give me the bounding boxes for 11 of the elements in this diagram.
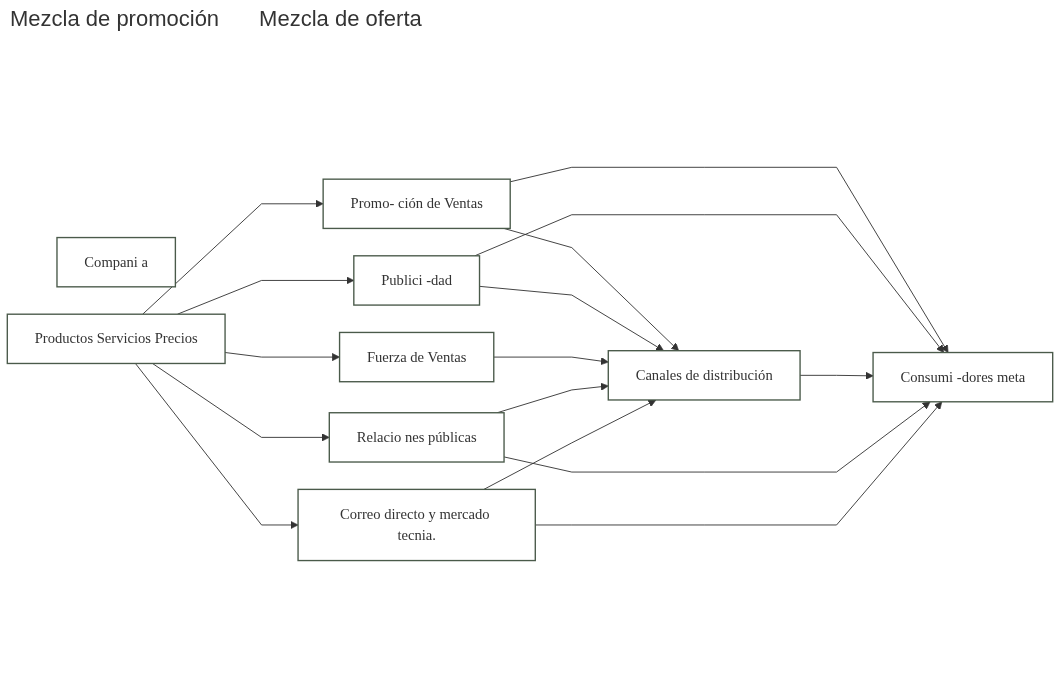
node-box: Promo- ción de Ventas bbox=[322, 178, 511, 230]
node-box: Compani a bbox=[56, 236, 177, 288]
node-box: Correo directo y mercado tecnia. bbox=[297, 488, 536, 562]
node-box: Consumi -dores meta bbox=[872, 351, 1054, 403]
node-box: Fuerza de Ventas bbox=[338, 331, 495, 383]
node-box: Productos Servicios Precios bbox=[6, 313, 226, 365]
section-heading: Mezcla de oferta bbox=[259, 6, 422, 32]
section-heading: Mezcla de promoción bbox=[10, 6, 220, 32]
node-box: Publici -dad bbox=[353, 255, 481, 306]
node-box: Relacio nes públicas bbox=[328, 412, 505, 463]
node-box: Canales de distribución bbox=[607, 350, 801, 401]
